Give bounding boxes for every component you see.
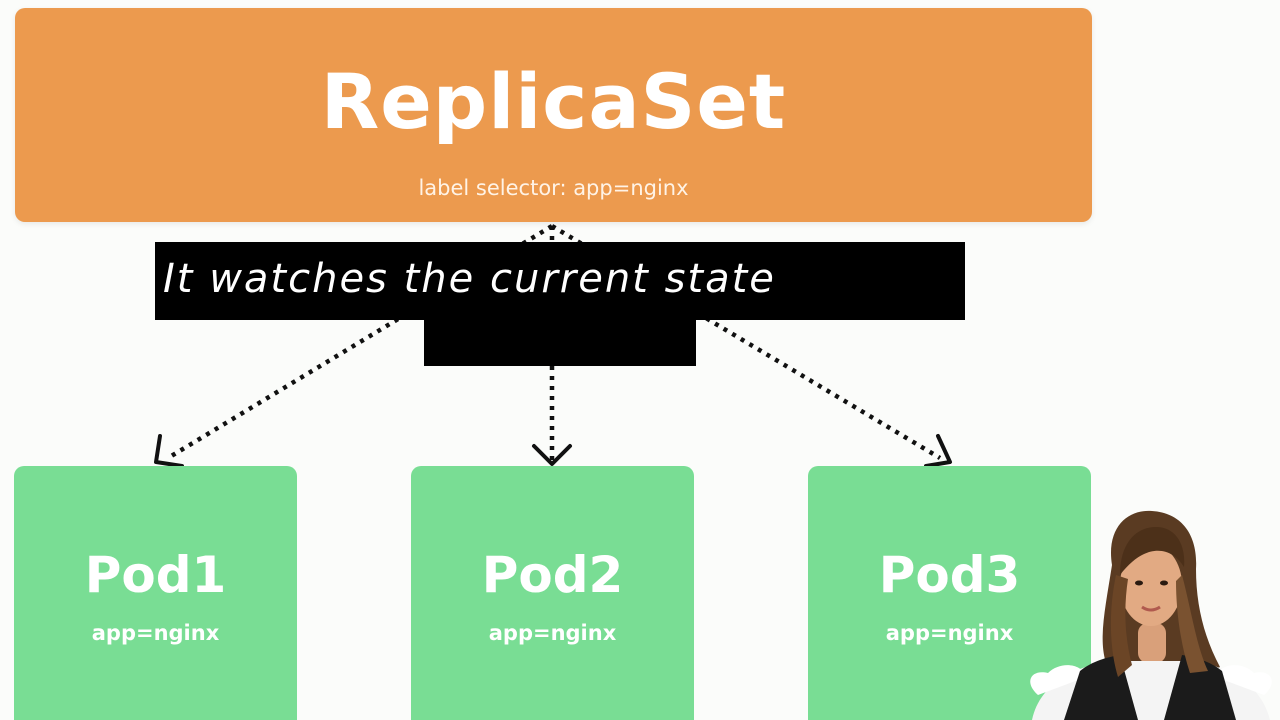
connector-pod1: [166, 224, 554, 460]
pod-title: Pod1: [84, 546, 227, 604]
pod-box-2: Pod2 app=nginx: [411, 466, 694, 720]
pod-label: app=nginx: [885, 621, 1014, 645]
arrowhead-pod3: [924, 434, 952, 468]
pod-label: app=nginx: [488, 621, 617, 645]
caption-text: It watches the current state: [163, 256, 776, 302]
pod-box-1: Pod1 app=nginx: [14, 466, 297, 720]
pod-title: Pod2: [481, 546, 624, 604]
replicaset-box: ReplicaSet label selector: app=nginx: [15, 8, 1092, 222]
arrowhead-pod1: [154, 434, 184, 468]
presenter-avatar-icon: [1030, 510, 1272, 720]
pod-title: Pod3: [878, 546, 1021, 604]
arrowhead-pod2: [532, 444, 572, 466]
replicaset-title: ReplicaSet: [320, 57, 787, 146]
pod-label: app=nginx: [91, 621, 220, 645]
replicaset-selector: label selector: app=nginx: [418, 176, 689, 200]
caption-bar-second: [424, 319, 696, 366]
caption-bar: It watches the current state: [155, 242, 965, 320]
